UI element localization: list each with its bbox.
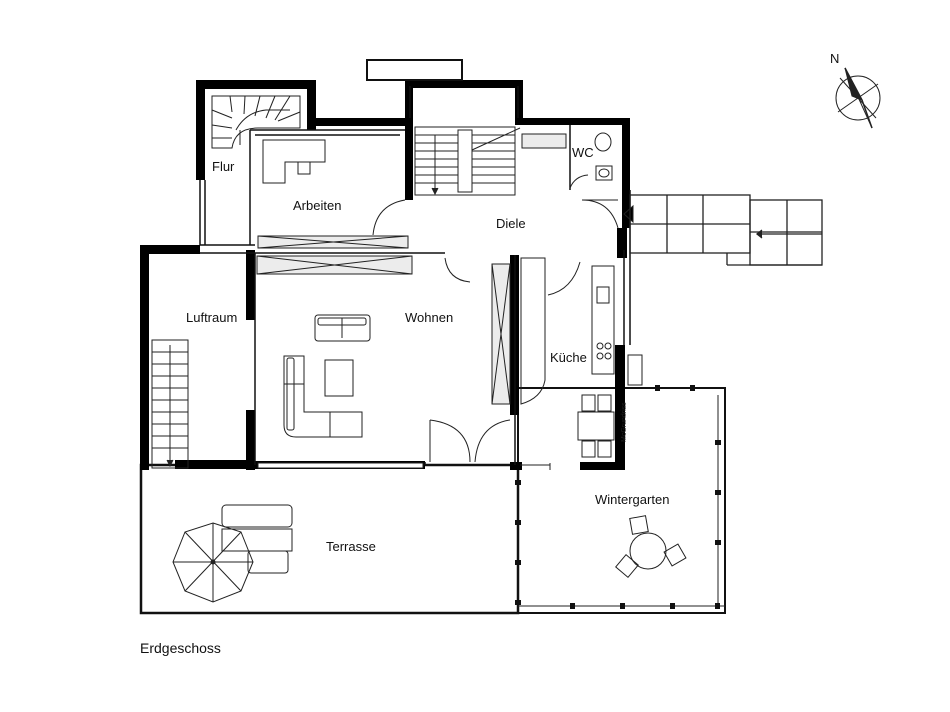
luftraum-stairs xyxy=(151,339,189,469)
compass xyxy=(835,67,881,129)
floor-caption: Erdgeschoss xyxy=(140,640,221,656)
entrance-door xyxy=(581,199,634,229)
room-label-arbeiten: Arbeiten xyxy=(293,198,341,213)
door-swings xyxy=(372,199,581,470)
flur-stairs xyxy=(211,95,301,149)
room-label-wc: WC xyxy=(572,145,594,160)
terrace-furniture xyxy=(172,504,293,603)
room-label-wintergarten: Wintergarten xyxy=(595,492,669,507)
chimney xyxy=(366,59,463,81)
kitchen-fixtures xyxy=(520,257,643,458)
room-label-diele: Diele xyxy=(496,216,526,231)
room-label-kueche: Küche xyxy=(550,350,587,365)
room-label-luftraum: Luftraum xyxy=(186,310,237,325)
wintergarden-furniture xyxy=(615,515,687,578)
wintergarden-posts xyxy=(515,385,721,609)
room-label-flur: Flur xyxy=(212,159,235,174)
diele-stairs xyxy=(414,126,521,196)
room-label-wohnen: Wohnen xyxy=(405,310,453,325)
watermark: McGrundriss xyxy=(621,402,628,442)
entrance-steps xyxy=(629,194,823,266)
living-furniture xyxy=(283,314,371,438)
compass-label: N xyxy=(830,51,839,66)
room-label-terrasse: Terrasse xyxy=(326,539,376,554)
desk xyxy=(262,139,326,184)
wc-fixtures xyxy=(521,132,613,189)
